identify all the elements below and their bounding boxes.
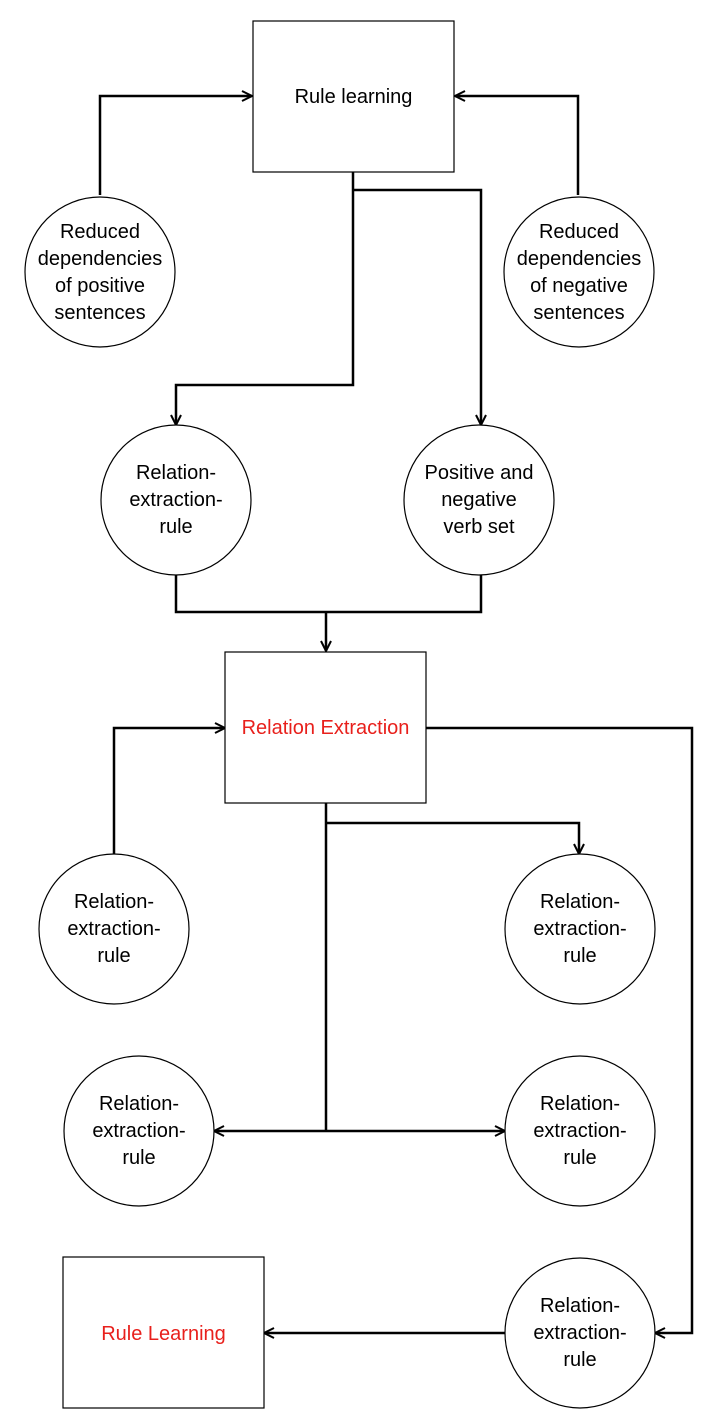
rule-left-line-1: Relation- bbox=[136, 462, 216, 484]
circle-verb-set: Positive and negative verb set bbox=[403, 424, 555, 576]
arrow-relation-extraction-to-output-rule-4 bbox=[426, 726, 694, 1333]
circle-output-rule-2: Relation- extraction- rule bbox=[63, 1055, 215, 1207]
input-rule-line-1: Relation- bbox=[74, 891, 154, 913]
arrow-positive-to-rule-learning bbox=[98, 96, 252, 195]
output-rule-3-line-1: Relation- bbox=[540, 1093, 620, 1115]
negative-dependencies-line-2: dependencies bbox=[517, 248, 642, 270]
arrow-input-rule-to-relation-extraction bbox=[112, 728, 225, 854]
input-rule-line-3: rule bbox=[97, 945, 130, 967]
rule-learning-top-label: Rule learning bbox=[295, 86, 413, 108]
positive-dependencies-line-1: Reduced bbox=[60, 221, 140, 243]
rule-left-line-3: rule bbox=[159, 516, 192, 538]
arrow-negative-to-rule-learning bbox=[455, 96, 580, 195]
circle-negative-dependencies: Reduced dependencies of negative sentenc… bbox=[503, 196, 655, 348]
positive-dependencies-line-2: dependencies bbox=[38, 248, 163, 270]
circle-output-rule-4: Relation- extraction- rule bbox=[504, 1257, 656, 1409]
circle-rule-left: Relation- extraction- rule bbox=[100, 424, 252, 576]
box-rule-learning-bottom: Rule Learning bbox=[62, 1256, 265, 1409]
output-rule-4-line-2: extraction- bbox=[533, 1322, 626, 1344]
verb-set-line-1: Positive and bbox=[425, 462, 534, 484]
negative-dependencies-line-4: sentences bbox=[533, 302, 624, 324]
box-relation-extraction: Relation Extraction bbox=[224, 651, 427, 804]
verb-set-line-2: negative bbox=[441, 489, 517, 511]
box-rule-learning-top: Rule learning bbox=[252, 20, 455, 173]
output-rule-4-line-1: Relation- bbox=[540, 1295, 620, 1317]
output-rule-4-line-3: rule bbox=[563, 1349, 596, 1371]
positive-dependencies-line-4: sentences bbox=[54, 302, 145, 324]
output-rule-2-line-2: extraction- bbox=[92, 1120, 185, 1142]
relation-extraction-label: Relation Extraction bbox=[242, 717, 410, 739]
output-rule-1-line-2: extraction- bbox=[533, 918, 626, 940]
arrow-rule-learning-to-rule bbox=[176, 172, 355, 425]
output-rule-2-line-1: Relation- bbox=[99, 1093, 179, 1115]
circle-input-rule: Relation- extraction- rule bbox=[38, 853, 190, 1005]
positive-dependencies-line-3: of positive bbox=[55, 275, 145, 297]
output-rule-1-line-1: Relation- bbox=[540, 891, 620, 913]
input-rule-line-2: extraction- bbox=[67, 918, 160, 940]
output-rule-1-line-3: rule bbox=[563, 945, 596, 967]
arrow-rule-learning-to-verb-set bbox=[353, 188, 481, 425]
negative-dependencies-line-1: Reduced bbox=[539, 221, 619, 243]
output-rule-2-line-3: rule bbox=[122, 1147, 155, 1169]
verb-set-line-3: verb set bbox=[443, 516, 515, 538]
connectors bbox=[98, 96, 694, 1333]
rule-learning-bottom-label: Rule Learning bbox=[101, 1323, 226, 1345]
circle-output-rule-3: Relation- extraction- rule bbox=[504, 1055, 656, 1207]
negative-dependencies-line-3: of negative bbox=[530, 275, 628, 297]
circle-output-rule-1: Relation- extraction- rule bbox=[504, 853, 656, 1005]
circle-positive-dependencies: Reduced dependencies of positive sentenc… bbox=[24, 196, 176, 348]
line-rule-to-merge bbox=[174, 575, 483, 614]
output-rule-3-line-3: rule bbox=[563, 1147, 596, 1169]
rule-left-line-2: extraction- bbox=[129, 489, 222, 511]
arrow-to-output-rule-1 bbox=[326, 821, 579, 854]
output-rule-3-line-2: extraction- bbox=[533, 1120, 626, 1142]
